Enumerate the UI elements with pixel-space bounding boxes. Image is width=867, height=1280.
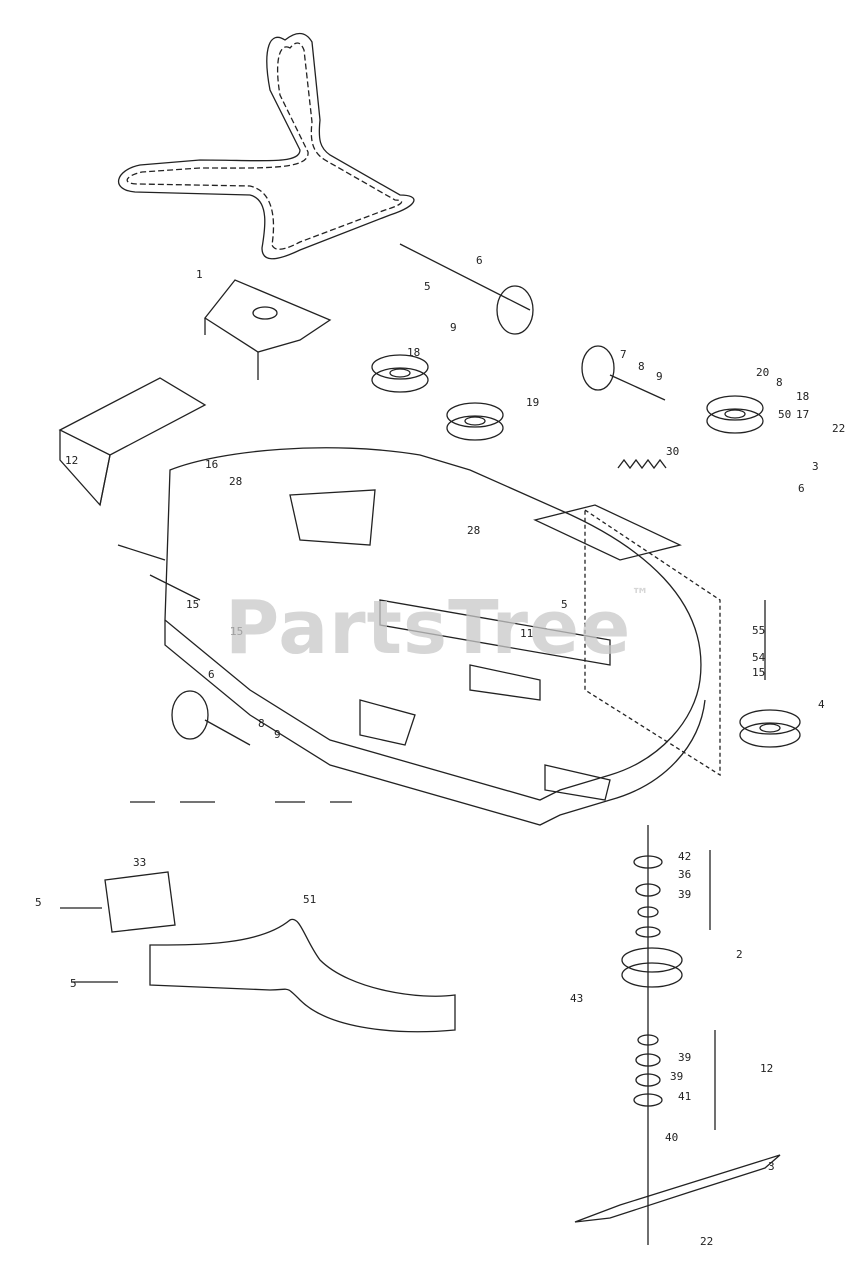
- part-callout-3: 3: [812, 460, 819, 473]
- part-callout-6: 6: [208, 668, 215, 681]
- deck-cover-shield: [204, 279, 332, 353]
- part-callout-18: 18: [796, 390, 809, 403]
- drive-belt: [117, 32, 415, 260]
- part-callout-43: 43: [570, 992, 583, 1005]
- part-callout-33: 33: [133, 856, 146, 869]
- part-callout-6: 6: [798, 482, 805, 495]
- part-callout-39: 39: [678, 888, 691, 901]
- part-callout-15: 15: [752, 666, 765, 679]
- mower-blade: [574, 1154, 781, 1223]
- part-callout-19: 19: [526, 396, 539, 409]
- part-callout-41: 41: [678, 1090, 691, 1103]
- part-callout-3: 3: [768, 1160, 775, 1173]
- part-callout-5: 5: [561, 598, 568, 611]
- part-callout-17: 17: [796, 408, 809, 421]
- part-callout-8: 8: [638, 360, 645, 373]
- part-callout-5: 5: [424, 280, 431, 293]
- spindle-assembly: [621, 825, 683, 1245]
- part-callout-15: 15: [186, 598, 199, 611]
- part-callout-8: 8: [258, 717, 265, 730]
- part-callout-12: 12: [760, 1062, 773, 1075]
- mounting-plate: [104, 871, 176, 933]
- part-callout-50: 50: [778, 408, 791, 421]
- part-callout-7: 7: [620, 348, 627, 361]
- part-callout-5: 5: [70, 977, 77, 990]
- part-callout-39: 39: [678, 1051, 691, 1064]
- part-callout-11: 11: [520, 627, 533, 640]
- deck-baffle: [149, 918, 456, 1033]
- part-callout-36: 36: [678, 868, 691, 881]
- part-callout-51: 51: [303, 893, 316, 906]
- part-callout-40: 40: [665, 1131, 678, 1144]
- part-callout-18: 18: [407, 346, 420, 359]
- part-callout-22: 22: [700, 1235, 713, 1248]
- part-callout-6: 6: [476, 254, 483, 267]
- idler-pulley-left: [371, 354, 429, 393]
- belt-cover-left: [58, 377, 207, 456]
- part-callout-28: 28: [467, 524, 480, 537]
- part-callout-8: 8: [776, 376, 783, 389]
- part-callout-39: 39: [670, 1070, 683, 1083]
- part-callout-54: 54: [752, 651, 766, 664]
- mower-deck: [164, 447, 702, 801]
- spindle-pulley: [739, 709, 801, 748]
- part-callout-22: 22: [832, 422, 845, 435]
- part-callout-5: 5: [35, 896, 42, 909]
- part-callout-28: 28: [229, 475, 242, 488]
- part-callout-2: 2: [736, 948, 743, 961]
- part-callout-55: 55: [752, 624, 765, 637]
- part-callout-42: 42: [678, 850, 691, 863]
- part-callout-30: 30: [666, 445, 679, 458]
- part-callout-4: 4: [818, 698, 825, 711]
- part-callout-9: 9: [656, 370, 663, 383]
- part-callout-1: 1: [196, 268, 203, 281]
- idler-pulley-center: [446, 402, 504, 441]
- part-callout-9: 9: [274, 728, 281, 741]
- part-callout-12: 12: [65, 454, 78, 467]
- part-callout-20: 20: [756, 366, 769, 379]
- part-callout-16: 16: [205, 458, 218, 471]
- part-callout-9: 9: [450, 321, 457, 334]
- idler-pulley-right: [706, 395, 764, 434]
- idler-spring: [617, 458, 667, 470]
- part-callout-15: 15: [230, 625, 243, 638]
